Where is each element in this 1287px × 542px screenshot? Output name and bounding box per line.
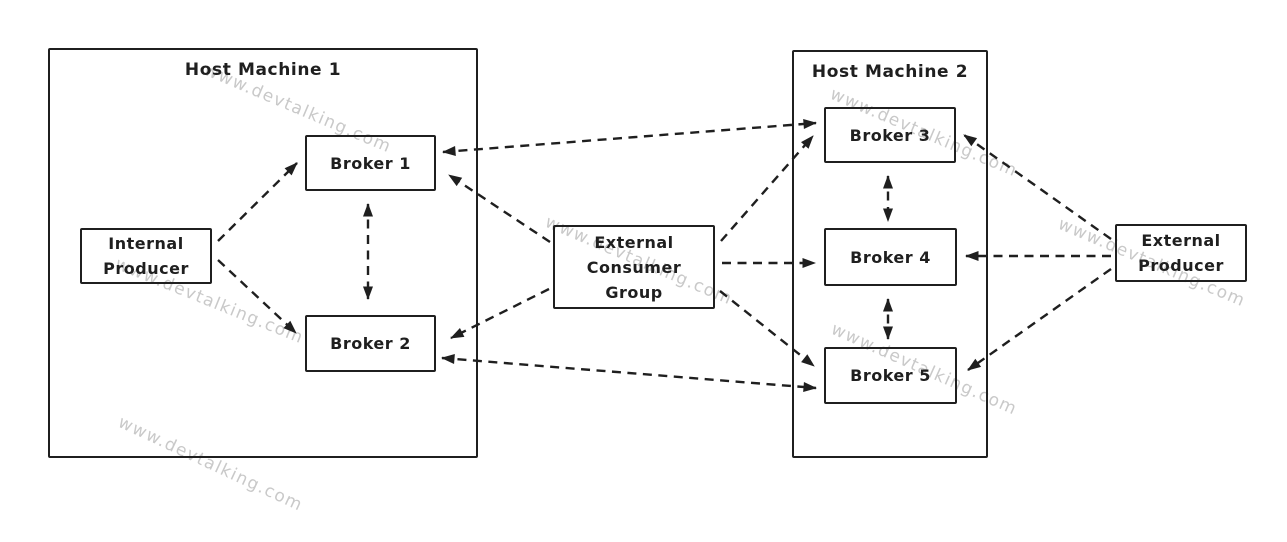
- host-machine-2-container: Host Machine 2: [792, 50, 988, 458]
- node-broker-1: Broker 1: [305, 135, 436, 191]
- node-internal-producer: Internal Producer: [80, 228, 212, 284]
- node-broker-5: Broker 5: [824, 347, 957, 404]
- node-label: Broker 1: [330, 153, 411, 173]
- node-label: Broker 5: [850, 366, 931, 385]
- edge-consumer-group-to-broker-2: [450, 287, 550, 340]
- host-machine-1-title: Host Machine 1: [184, 60, 342, 80]
- node-broker-4: Broker 4: [824, 228, 957, 286]
- edge-broker-1-broker-3: [442, 118, 817, 157]
- node-label-line: External: [1141, 231, 1221, 250]
- node-external-producer: External Producer: [1115, 224, 1247, 282]
- node-label-line: Internal: [108, 234, 184, 253]
- node-broker-2: Broker 2: [305, 315, 436, 372]
- node-label: Broker 4: [850, 247, 931, 267]
- node-label-line: Producer: [103, 259, 189, 278]
- edge-internal-producer-to-broker-2: [217, 259, 297, 334]
- node-label-line: Group: [605, 282, 663, 302]
- edge-consumer-group-to-broker-3: [720, 135, 814, 242]
- edge-consumer-group-to-broker-5: [719, 290, 815, 367]
- edge-consumer-group-to-broker-1: [448, 174, 551, 243]
- node-label: Broker 3: [849, 125, 931, 145]
- host-machine-1-container: Host Machine 1: [48, 48, 478, 458]
- node-external-consumer-group: External Consumer Group: [553, 225, 715, 309]
- edge-broker-2-broker-5: [441, 354, 817, 392]
- host-machine-2-title: Host Machine 2: [811, 62, 969, 82]
- edge-internal-producer-to-broker-1: [217, 162, 298, 242]
- node-label: Broker 2: [330, 334, 411, 353]
- edge-external-producer-to-broker-5: [967, 268, 1112, 371]
- node-label-line: Producer: [1138, 256, 1224, 275]
- node-label-line: Consumer: [586, 257, 682, 277]
- node-label-line: External: [594, 232, 674, 252]
- node-broker-3: Broker 3: [824, 107, 956, 163]
